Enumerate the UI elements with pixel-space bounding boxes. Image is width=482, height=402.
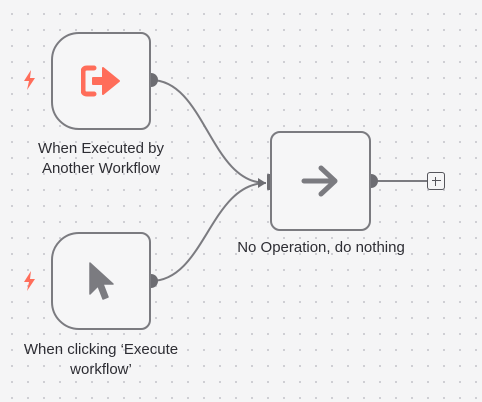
mouse-pointer-icon — [89, 262, 114, 300]
trigger-bolt-icon — [24, 70, 35, 90]
node-label-no-op: No Operation, do nothing — [237, 239, 405, 256]
arrow-right-icon — [301, 165, 337, 197]
sign-out-icon — [81, 65, 120, 97]
trigger-bolt-icon — [24, 271, 35, 291]
connection-manual-trigger-to-noop[interactable] — [150, 182, 267, 282]
node-no-op[interactable] — [270, 131, 371, 231]
node-execute-workflow-trigger[interactable] — [51, 32, 151, 130]
connection-execute-trigger-to-noop[interactable] — [150, 79, 267, 184]
add-node-button[interactable] — [427, 172, 445, 190]
node-label-execute-workflow-trigger: When Executed by Another Workflow — [38, 140, 164, 177]
connection-arrowhead — [258, 178, 266, 188]
node-label-manual-trigger: When clicking ‘Execute workflow’ — [23, 341, 179, 378]
node-manual-trigger[interactable] — [51, 232, 151, 330]
